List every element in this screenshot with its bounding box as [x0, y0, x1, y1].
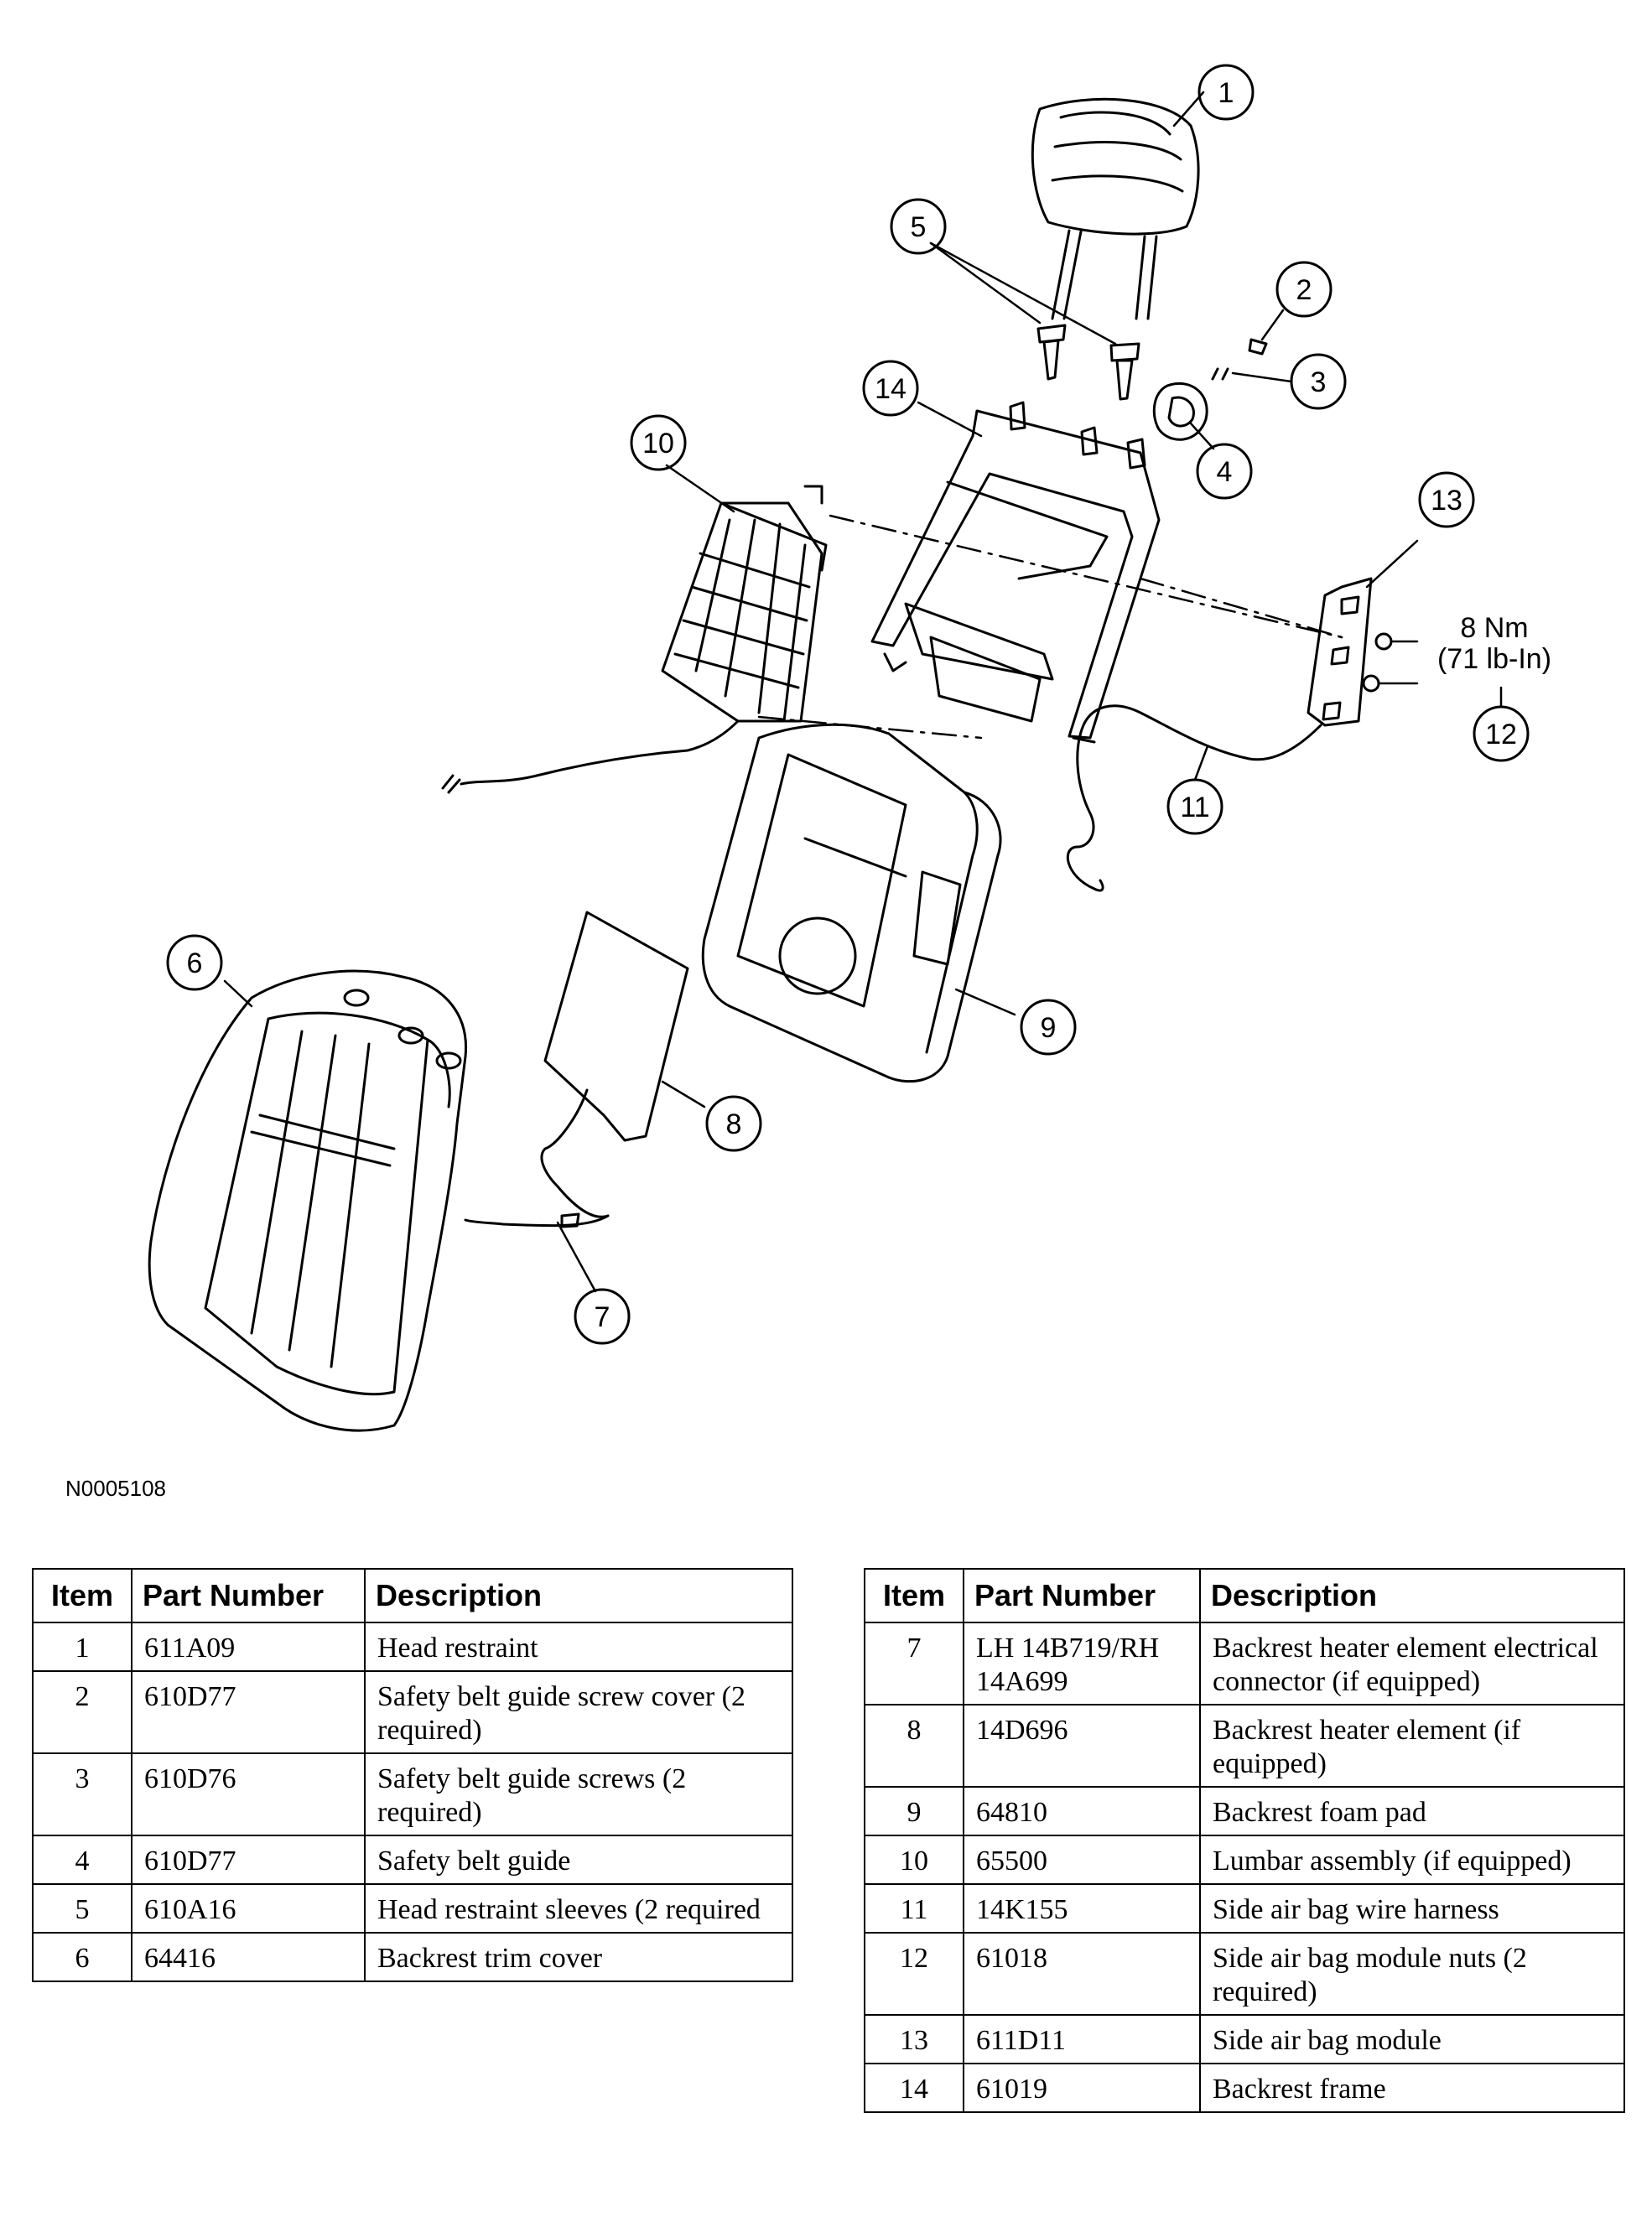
safety-belt-guide-parts: [1152, 338, 1268, 441]
item-number: 14: [864, 2063, 964, 2113]
item-number: 4: [32, 1835, 132, 1885]
part-number: 610D76: [131, 1752, 366, 1836]
item-number: 6: [32, 1932, 132, 1982]
torque-value-alt: (71 lb-In): [1437, 643, 1551, 675]
callout-7: 7: [595, 1301, 610, 1333]
part-number: 61018: [963, 1932, 1201, 2016]
callout-circles: [166, 64, 1530, 1345]
callout-2: 2: [1296, 274, 1312, 306]
callout-4: 4: [1217, 456, 1233, 488]
part-number: 14K155: [963, 1883, 1201, 1934]
part-description: Head restraint sleeves (2 required: [364, 1883, 793, 1934]
part-number: 610A16: [131, 1883, 366, 1934]
side-air-bag-module: [1307, 577, 1373, 727]
callout-8: 8: [726, 1108, 742, 1140]
item-number: 1: [32, 1622, 132, 1672]
backrest-frame: [870, 401, 1161, 740]
table-header-row: Item Part Number Description: [32, 1568, 793, 1623]
item-number: 3: [32, 1752, 132, 1836]
part-description: Lumbar assembly (if equipped): [1199, 1835, 1625, 1885]
exploded-view-diagram: 1 2 3 4 5 6 7 8 9 10 11 12 13 14 8 Nm (7…: [148, 64, 1551, 1432]
part-number: 610D77: [131, 1835, 366, 1885]
part-number: 64810: [963, 1786, 1201, 1836]
part-description: Backrest heater element (if equipped): [1199, 1704, 1625, 1788]
lumbar-assembly: [441, 485, 828, 794]
item-number: 2: [32, 1670, 132, 1754]
callout-13: 13: [1431, 485, 1462, 517]
alignment-lines: [757, 514, 1343, 740]
callout-9: 9: [1041, 1012, 1057, 1044]
part-number: 611D11: [963, 2014, 1201, 2064]
item-number: 11: [864, 1883, 964, 1934]
callout-11: 11: [1180, 792, 1209, 823]
callout-leaders: [223, 91, 1503, 1293]
item-number: 7: [864, 1622, 964, 1705]
item-number: 12: [864, 1932, 964, 2016]
header-part-number: Part Number: [131, 1568, 366, 1623]
part-description: Backrest frame: [1199, 2063, 1625, 2113]
part-number: 61019: [963, 2063, 1201, 2113]
item-number: 9: [864, 1786, 964, 1836]
item-number: 10: [864, 1835, 964, 1885]
callout-6: 6: [187, 947, 203, 979]
figure-id: N0005108: [65, 1476, 166, 1501]
callout-5: 5: [911, 211, 927, 243]
part-number: LH 14B719/RH 14A699: [963, 1622, 1201, 1705]
part-number: 65500: [963, 1835, 1201, 1885]
part-description: Safety belt guide screw cover (2 require…: [364, 1670, 793, 1754]
part-description: Safety belt guide screws (2 required): [364, 1752, 793, 1836]
header-part-number: Part Number: [963, 1568, 1201, 1623]
part-number: 64416: [131, 1932, 366, 1982]
part-number: 611A09: [131, 1622, 366, 1672]
callout-1: 1: [1218, 77, 1234, 109]
header-item: Item: [32, 1568, 132, 1623]
backrest-heater-element: [464, 911, 689, 1228]
part-description: Head restraint: [364, 1622, 793, 1672]
part-description: Backrest foam pad: [1199, 1786, 1625, 1836]
part-description: Side air bag wire harness: [1199, 1883, 1625, 1934]
item-number: 8: [864, 1704, 964, 1788]
callout-14: 14: [875, 373, 907, 405]
backrest-foam-pad: [701, 723, 1002, 1083]
callout-10: 10: [642, 428, 674, 459]
side-air-bag-wire-harness: [1066, 704, 1322, 892]
part-description: Backrest trim cover: [364, 1932, 793, 1982]
table-header-row: Item Part Number Description: [864, 1568, 1625, 1623]
header-description: Description: [364, 1568, 793, 1623]
part-description: Side air bag module nuts (2 required): [1199, 1932, 1625, 2016]
part-description: Side air bag module: [1199, 2014, 1625, 2064]
head-restraint: [1031, 97, 1200, 320]
callout-12: 12: [1485, 719, 1517, 750]
header-description: Description: [1199, 1568, 1625, 1623]
head-restraint-sleeves: [1036, 324, 1140, 401]
part-number: 14D696: [963, 1704, 1201, 1788]
callout-3: 3: [1311, 366, 1327, 398]
part-description: Safety belt guide: [364, 1835, 793, 1885]
backrest-trim-cover: [148, 969, 468, 1432]
part-number: 610D77: [131, 1670, 366, 1754]
part-description: Backrest heater element electrical conne…: [1199, 1622, 1625, 1705]
torque-value: 8 Nm: [1460, 612, 1528, 644]
item-number: 13: [864, 2014, 964, 2064]
header-item: Item: [864, 1568, 964, 1623]
item-number: 5: [32, 1883, 132, 1934]
